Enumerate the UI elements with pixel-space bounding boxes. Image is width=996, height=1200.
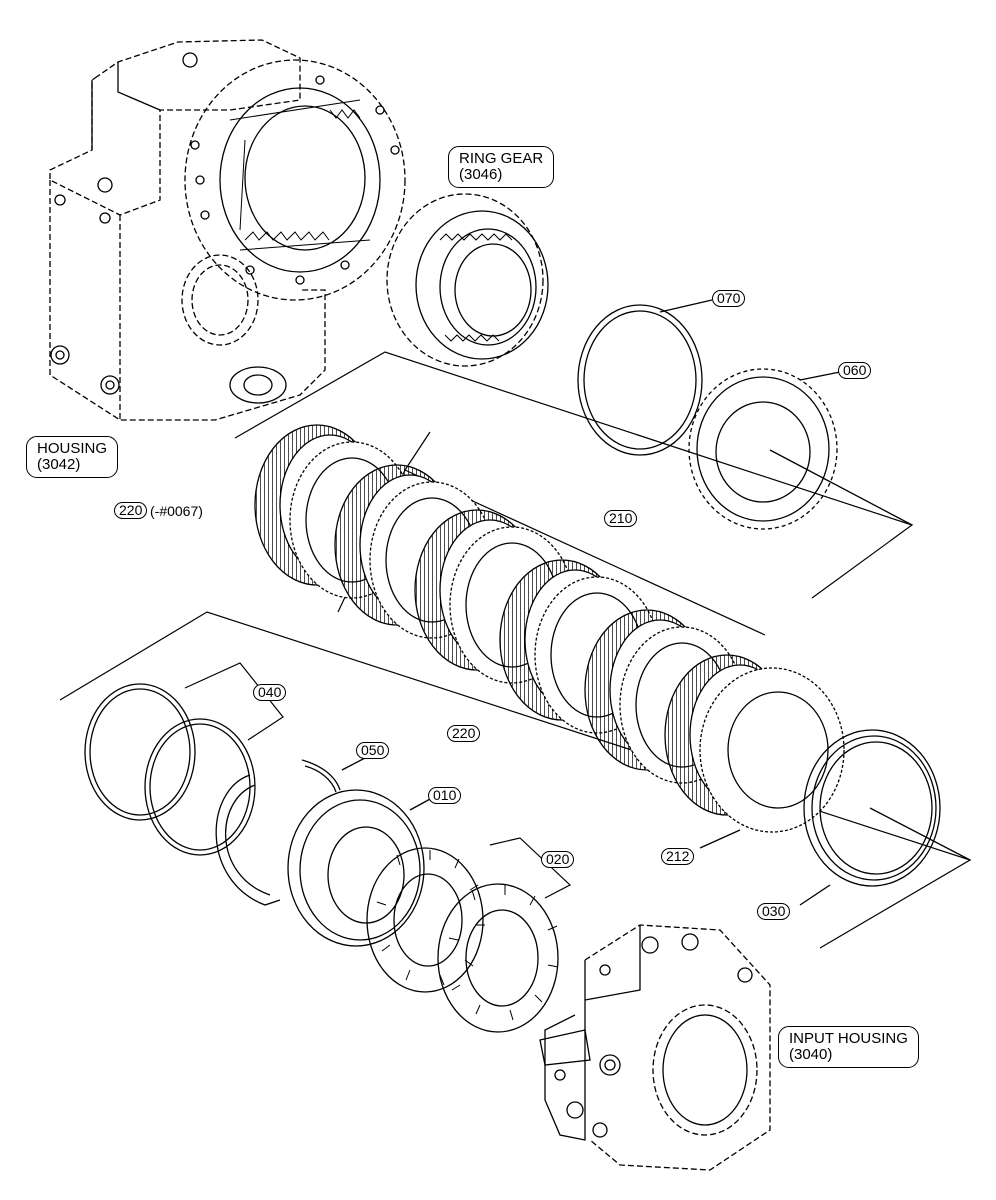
- clip-050: [301, 757, 366, 793]
- piston-010: [287, 789, 433, 947]
- ring-040: [84, 683, 281, 906]
- input-housing-part: [539, 924, 771, 1171]
- gear-plate-060: [688, 368, 913, 530]
- housing-code: (3042): [37, 456, 81, 473]
- housing-name: HOUSING: [37, 440, 108, 457]
- callout-030: 030: [757, 903, 791, 920]
- callout-010: 010: [428, 787, 462, 804]
- housing-label: HOUSING (3042): [26, 436, 119, 478]
- callout-210: 210: [604, 510, 638, 527]
- input-housing-name: INPUT HOUSING: [789, 1030, 908, 1047]
- callout-212: 212: [661, 848, 695, 865]
- ring-gear-code: (3046): [459, 166, 503, 183]
- seal-ring-030: [799, 729, 971, 906]
- callout-040: 040: [253, 684, 287, 701]
- input-housing-code: (3040): [789, 1046, 833, 1063]
- callout-060: 060: [838, 362, 872, 379]
- ring-gear-label: RING GEAR (3046): [448, 146, 555, 188]
- callout-020: 020: [541, 851, 575, 868]
- callout-220-top: 220: [114, 502, 148, 519]
- clutch-disc-stack: [254, 424, 845, 849]
- callout-220-suffix: (-#0067): [150, 503, 203, 519]
- callout-070: 070: [712, 290, 746, 307]
- ring-gear-part: [386, 193, 549, 367]
- callout-050: 050: [356, 742, 390, 759]
- snap-ring-070: [577, 299, 713, 456]
- input-housing-label: INPUT HOUSING (3040): [778, 1026, 919, 1068]
- callout-220-mid: 220: [447, 725, 481, 742]
- housing-part: [49, 39, 406, 421]
- thrust-washer-020: [366, 847, 559, 1033]
- ring-gear-name: RING GEAR: [459, 150, 544, 167]
